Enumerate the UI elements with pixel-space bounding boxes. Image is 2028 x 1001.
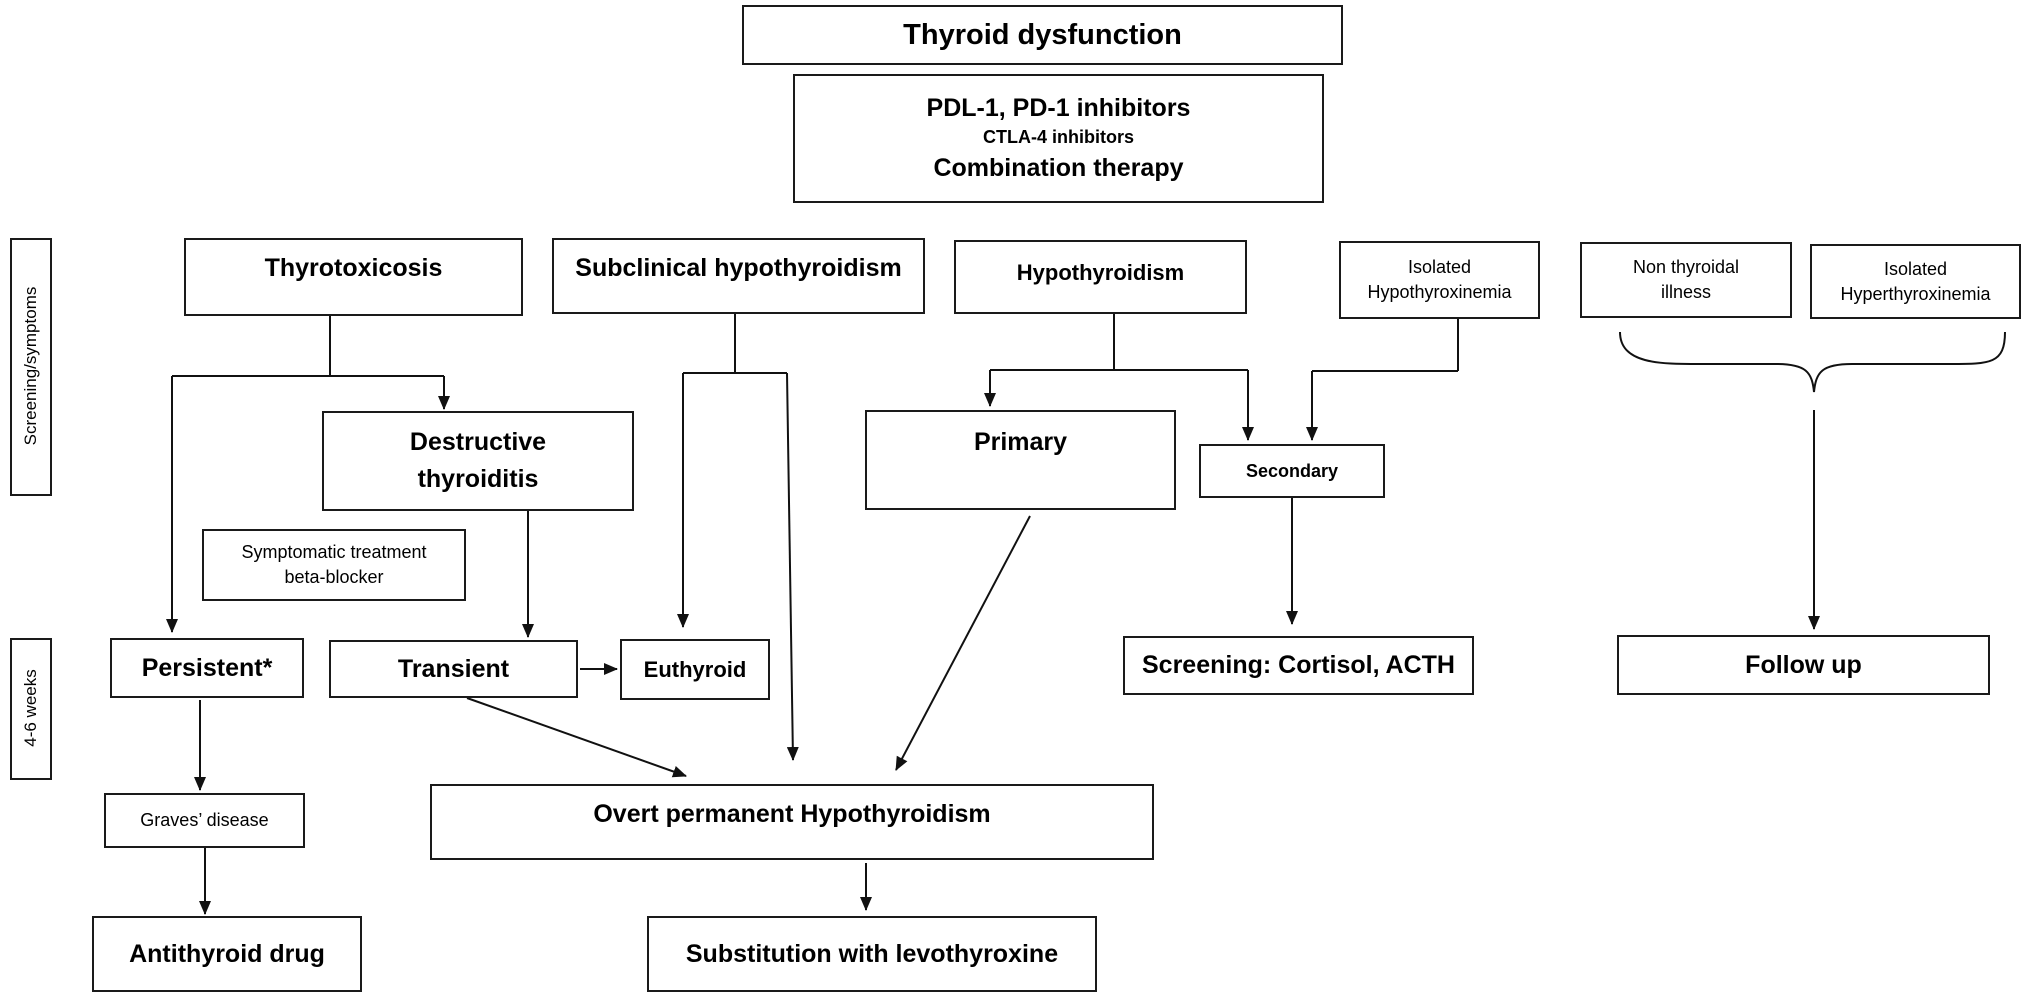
- thyroid-dysfunction-box: Thyroid dysfunction: [742, 5, 1343, 65]
- subclinical-hypothyroidism-box: Subclinical hypothyroidism: [552, 238, 925, 314]
- checkpoint-inhibitors-box: PDL-1, PD-1 inhibitors CTLA-4 inhibitors…: [793, 74, 1324, 203]
- thyrotoxicosis-box: Thyrotoxicosis: [184, 238, 523, 316]
- arrow-to-overt-hypothyroidism: [786, 372, 799, 761]
- destructive-thyroiditis-line1: Destructive: [409, 428, 547, 456]
- weeks-label-box: [10, 638, 52, 780]
- symptomatic-treatment-line1: Symptomatic treatment: [241, 542, 427, 562]
- isolated-hypothyroxinemia-line2: Hypothyroxinemia: [1367, 282, 1512, 302]
- isolated-hyperthyroxinemia-line2: Hyperthyroxinemia: [1840, 283, 1991, 304]
- follow-up-box: Follow up: [1617, 635, 1990, 695]
- ctla4-inhibitors-text: CTLA-4 inhibitors: [983, 127, 1134, 147]
- symptomatic-treatment-line2: beta-blocker: [284, 567, 384, 587]
- combination-therapy-text: Combination therapy: [933, 154, 1184, 182]
- pd1-inhibitors-text: PDL-1, PD-1 inhibitors: [926, 94, 1191, 122]
- arrow-primary-to-overt: [895, 515, 1031, 771]
- antithyroid-drug-label: Antithyroid drug: [129, 939, 325, 968]
- antithyroid-drug-box: Antithyroid drug: [92, 916, 362, 992]
- persistent-box: Persistent*: [110, 638, 304, 698]
- screening-cortisol-acth-label: Screening: Cortisol, ACTH: [1142, 651, 1455, 679]
- levothyroxine-box: Substitution with levothyroxine: [647, 916, 1097, 992]
- destructive-thyroiditis-line2: thyroiditis: [417, 465, 539, 493]
- non-thyroidal-illness-box: Non thyroidal illness: [1580, 242, 1792, 318]
- primary-box: Primary: [865, 410, 1176, 510]
- levothyroxine-label: Substitution with levothyroxine: [685, 939, 1059, 968]
- graves-disease-label: Graves’ disease: [140, 810, 269, 830]
- secondary-label: Secondary: [1245, 460, 1339, 481]
- persistent-label: Persistent*: [141, 653, 273, 682]
- screening-symptoms-label: Screening/symptoms: [21, 286, 40, 446]
- transient-box: Transient: [329, 640, 578, 698]
- thyrotoxicosis-label: Thyrotoxicosis: [264, 254, 443, 282]
- euthyroid-box: Euthyroid: [620, 639, 770, 700]
- non-thyroidal-illness-line1: Non thyroidal: [1632, 257, 1740, 277]
- screening-symptoms-label-box: [10, 238, 52, 496]
- overt-hypothyroidism-label: Overt permanent Hypothyroidism: [593, 800, 991, 828]
- hypothyroidism-label: Hypothyroidism: [1016, 260, 1185, 285]
- euthyroid-label: Euthyroid: [643, 656, 747, 682]
- subclinical-hypothyroidism-label: Subclinical hypothyroidism: [575, 254, 902, 282]
- isolated-hyperthyroxinemia-line1: Isolated: [1883, 258, 1948, 279]
- follow-up-label: Follow up: [1745, 650, 1862, 679]
- non-thyroidal-illness-line2: illness: [1660, 282, 1712, 302]
- screening-cortisol-acth-box: Screening: Cortisol, ACTH: [1123, 636, 1474, 695]
- isolated-hypothyroxinemia-box: Isolated Hypothyroxinemia: [1339, 241, 1540, 319]
- overt-hypothyroidism-box: Overt permanent Hypothyroidism: [430, 784, 1154, 860]
- secondary-box: Secondary: [1199, 444, 1385, 498]
- hypothyroidism-box: Hypothyroidism: [954, 240, 1247, 314]
- transient-label: Transient: [397, 654, 510, 683]
- symptomatic-treatment-box: Symptomatic treatment beta-blocker: [202, 529, 466, 601]
- grouping-brace: [1619, 331, 2006, 393]
- graves-disease-box: Graves’ disease: [104, 793, 305, 848]
- primary-label: Primary: [973, 428, 1068, 456]
- destructive-thyroiditis-box: Destructive thyroiditis: [322, 411, 634, 511]
- thyroid-dysfunction-title: Thyroid dysfunction: [903, 18, 1182, 51]
- arrow-transient-to-overt: [466, 697, 687, 778]
- weeks-label: 4-6 weeks: [21, 669, 40, 747]
- isolated-hyperthyroxinemia-box: Isolated Hyperthyroxinemia: [1810, 244, 2021, 319]
- isolated-hypothyroxinemia-line1: Isolated: [1407, 257, 1472, 277]
